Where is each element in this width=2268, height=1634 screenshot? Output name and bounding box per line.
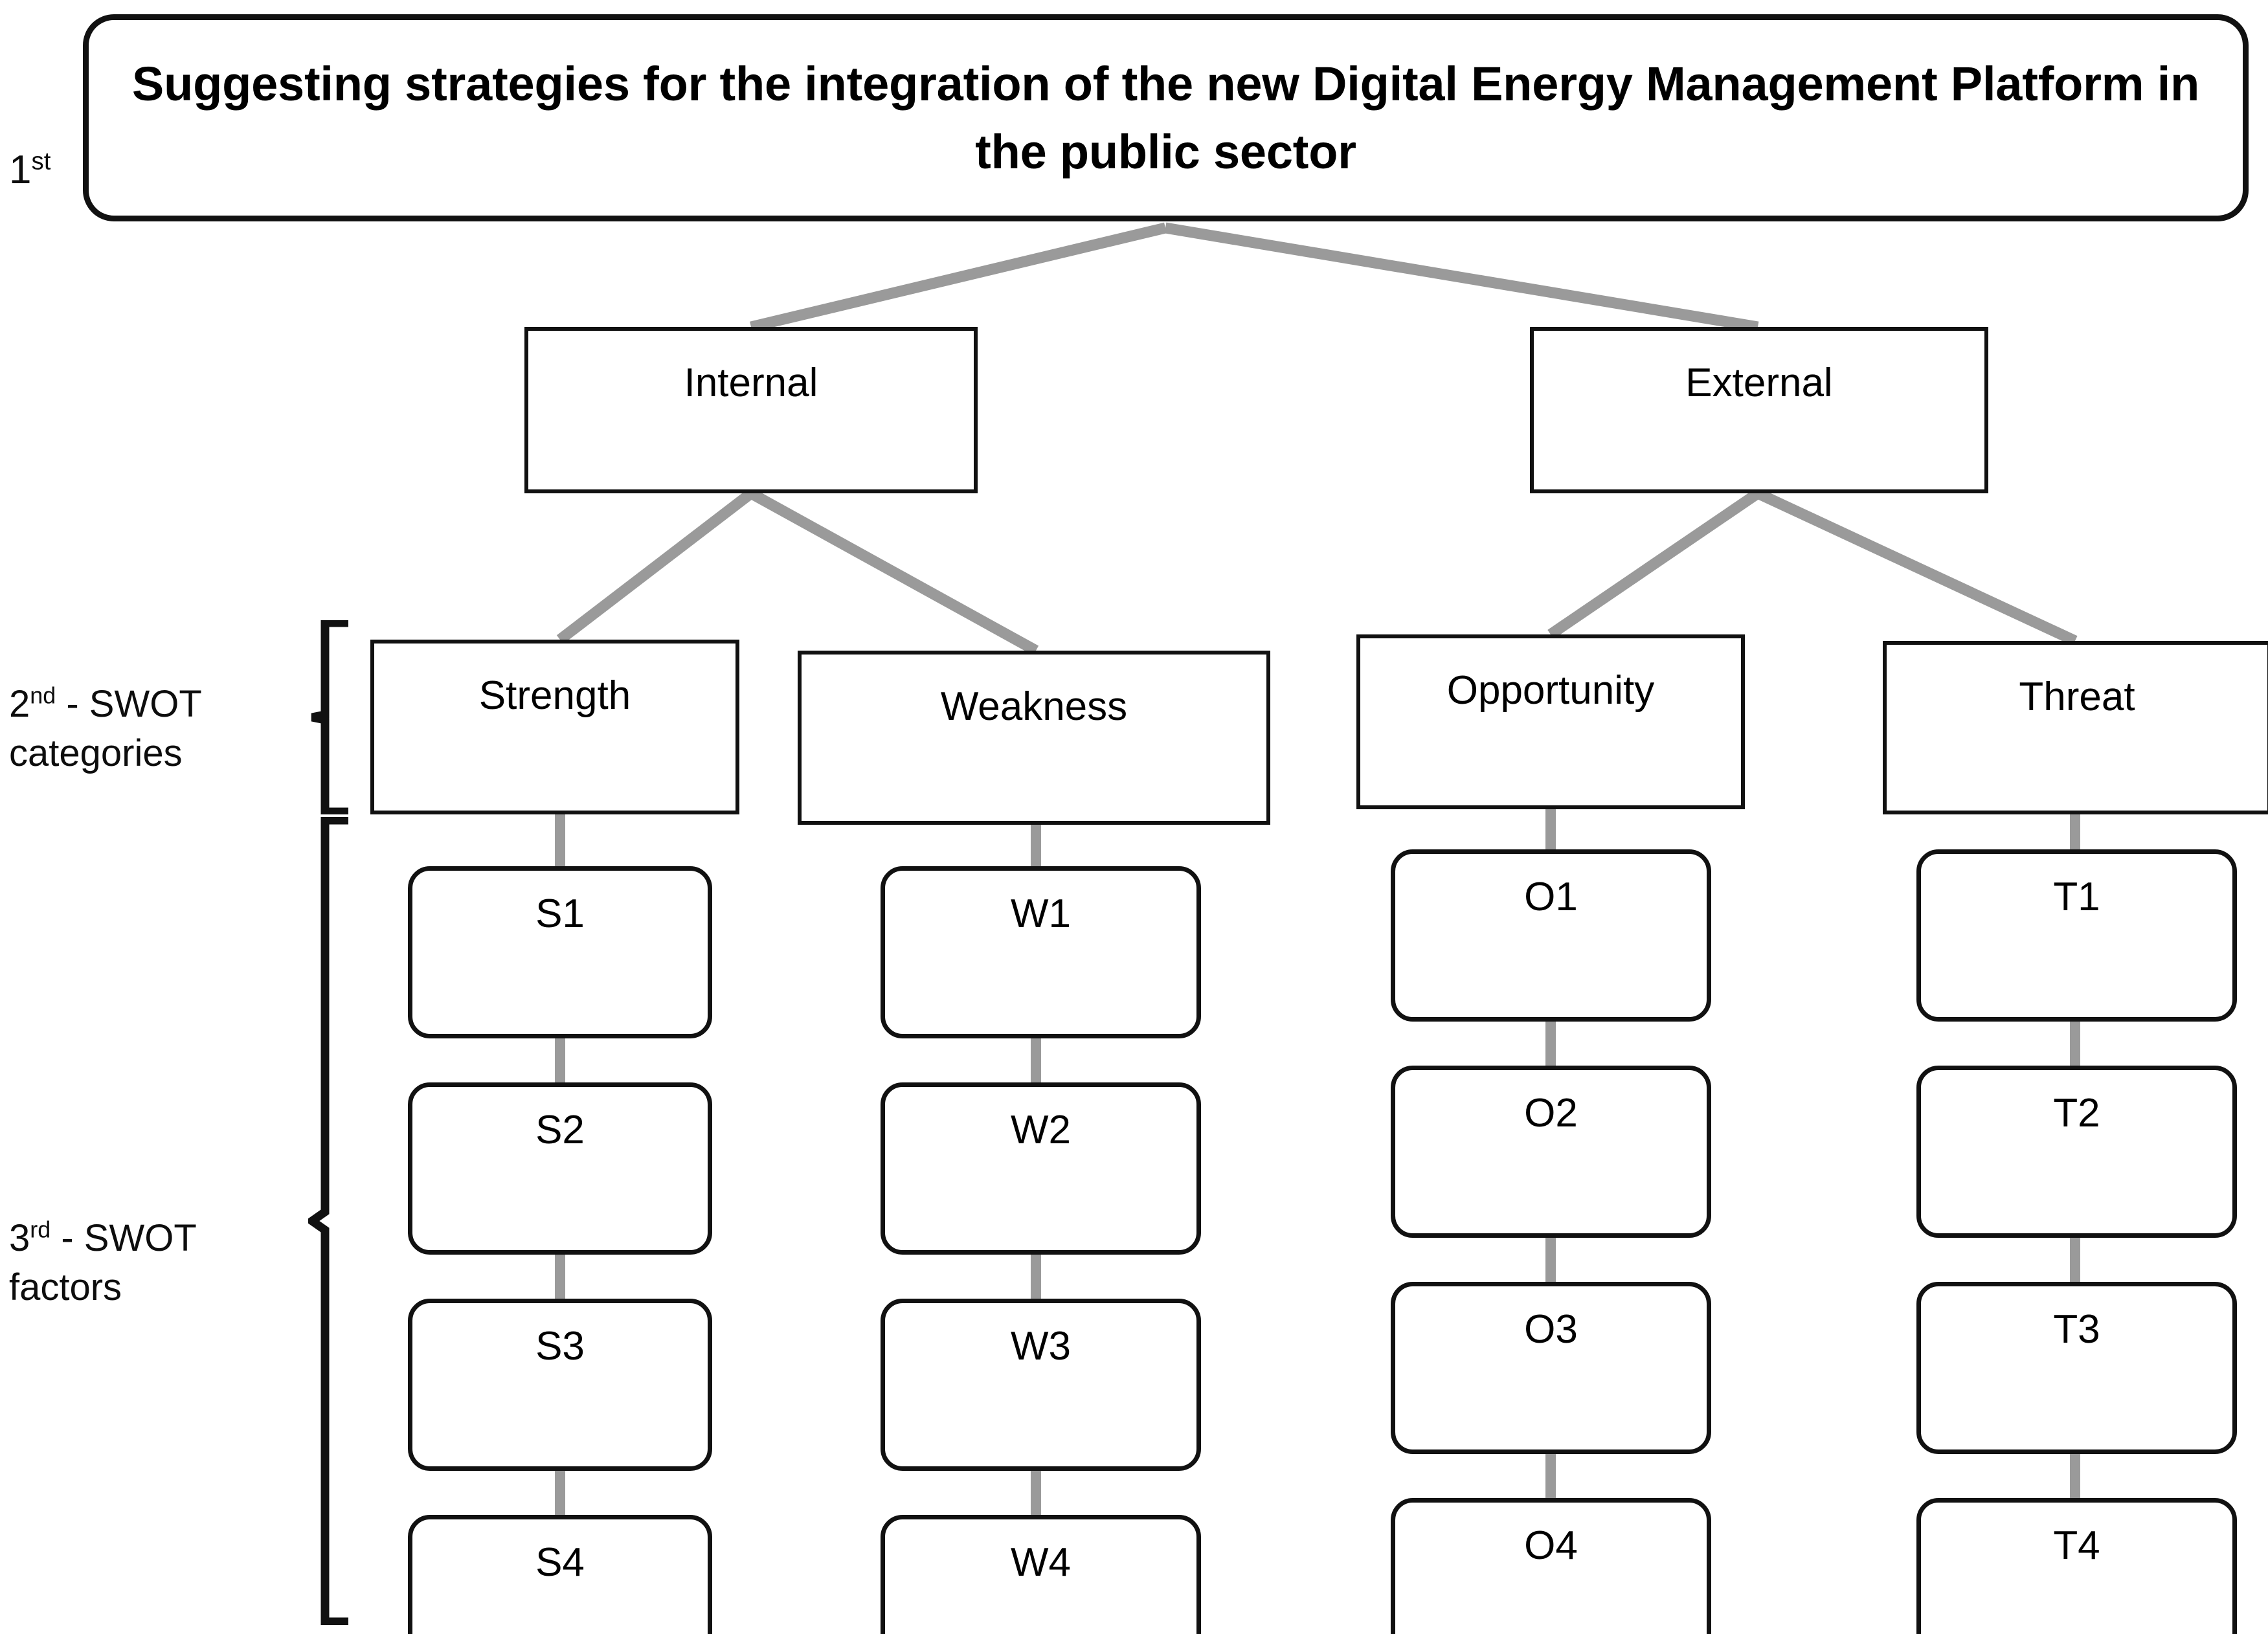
connector-external-to-opportunity <box>1547 488 1761 640</box>
tier-3-suffix: rd <box>30 1216 51 1244</box>
node-factor-o3-label: O3 <box>1524 1307 1578 1352</box>
node-factor-t4[interactable]: T4 <box>1916 1498 2237 1634</box>
node-factor-w3-label: W3 <box>1011 1324 1071 1369</box>
node-weakness[interactable]: Weakness <box>798 651 1270 825</box>
connector-external-to-threat <box>1755 488 2078 646</box>
node-factor-o1[interactable]: O1 <box>1391 849 1711 1022</box>
node-factor-o4[interactable]: O4 <box>1391 1498 1711 1634</box>
node-internal-label: Internal <box>684 361 818 405</box>
node-factor-s1-label: S1 <box>535 891 585 936</box>
node-factor-w1-label: W1 <box>1011 891 1071 936</box>
root-title-box: Suggesting strategies for the integratio… <box>83 14 2249 221</box>
node-opportunity-label: Opportunity <box>1446 668 1655 713</box>
node-factor-o4-label: O4 <box>1524 1523 1578 1568</box>
connector-title-to-external <box>1164 222 1759 333</box>
node-factor-t2-label: T2 <box>2053 1091 2100 1136</box>
connector-internal-to-weakness <box>748 488 1039 656</box>
node-weakness-label: Weakness <box>940 684 1128 729</box>
node-internal[interactable]: Internal <box>524 327 978 493</box>
tier-label-3rd-swot-factors: 3rd - SWOT factors <box>9 1165 197 1312</box>
node-factor-w2[interactable]: W2 <box>881 1082 1201 1255</box>
node-factor-t2[interactable]: T2 <box>1916 1066 2237 1238</box>
node-factor-s2[interactable]: S2 <box>408 1082 712 1255</box>
node-factor-o1-label: O1 <box>1524 875 1578 919</box>
tier-2-name: - SWOT categories <box>9 683 202 774</box>
node-strength[interactable]: Strength <box>370 640 739 814</box>
node-external-label: External <box>1685 361 1833 405</box>
node-factor-s4-label: S4 <box>535 1540 585 1585</box>
node-factor-t1[interactable]: T1 <box>1916 849 2237 1022</box>
tier-label-2nd-swot-categories: 2nd - SWOT categories <box>9 631 202 778</box>
page-title: Suggesting strategies for the integratio… <box>131 56 2200 179</box>
tier-1-suffix: st <box>31 146 51 175</box>
node-factor-s3[interactable]: S3 <box>408 1299 712 1471</box>
node-factor-t3[interactable]: T3 <box>1916 1282 2237 1454</box>
tier-3-name: - SWOT factors <box>9 1217 197 1308</box>
brace-swot-categories <box>311 620 348 814</box>
node-factor-o2-label: O2 <box>1524 1091 1578 1136</box>
node-factor-w4-label: W4 <box>1011 1540 1071 1585</box>
brace-swot-factors <box>308 817 348 1625</box>
node-factor-t1-label: T1 <box>2053 875 2100 919</box>
node-external[interactable]: External <box>1530 327 1988 493</box>
node-factor-t3-label: T3 <box>2053 1307 2100 1352</box>
node-factor-w4[interactable]: W4 <box>881 1515 1201 1634</box>
node-factor-s2-label: S2 <box>535 1108 585 1152</box>
node-factor-s1[interactable]: S1 <box>408 866 712 1038</box>
node-factor-o3[interactable]: O3 <box>1391 1282 1711 1454</box>
node-threat[interactable]: Threat <box>1883 641 2268 814</box>
tier-label-1st: 1st <box>9 92 51 196</box>
node-factor-w1[interactable]: W1 <box>881 866 1201 1038</box>
node-strength-label: Strength <box>478 673 631 718</box>
node-factor-w2-label: W2 <box>1011 1108 1071 1152</box>
tier-3-ordinal: 3 <box>9 1217 30 1260</box>
tier-2-ordinal: 2 <box>9 683 30 726</box>
node-factor-o2[interactable]: O2 <box>1391 1066 1711 1238</box>
node-factor-s4[interactable]: S4 <box>408 1515 712 1634</box>
node-factor-t4-label: T4 <box>2053 1523 2100 1568</box>
node-factor-w3[interactable]: W3 <box>881 1299 1201 1471</box>
node-opportunity[interactable]: Opportunity <box>1356 634 1745 809</box>
node-threat-label: Threat <box>2019 675 2135 719</box>
node-factor-s3-label: S3 <box>535 1324 585 1369</box>
tier-1-ordinal: 1 <box>9 147 32 192</box>
connector-internal-to-strength <box>556 489 755 644</box>
tier-2-suffix: nd <box>30 682 56 710</box>
connector-title-to-internal <box>750 222 1167 333</box>
